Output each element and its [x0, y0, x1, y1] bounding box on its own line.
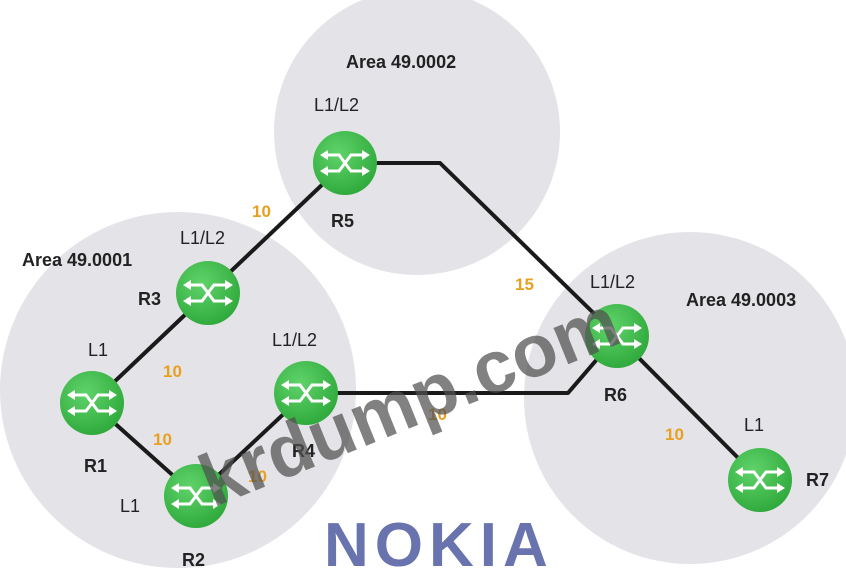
- router-r1: L1 R1: [60, 340, 124, 476]
- router-role-label: L1: [120, 496, 140, 516]
- router-name-label: R1: [84, 456, 107, 476]
- router-role-label: L1: [88, 340, 108, 360]
- router-name-label: R6: [604, 385, 627, 405]
- router-r7: L1 R7: [728, 415, 829, 512]
- router-role-label: L1/L2: [180, 228, 225, 248]
- cost-r1-r2: 10: [153, 430, 172, 449]
- router-name-label: R4: [292, 441, 315, 461]
- router-role-label: L1: [744, 415, 764, 435]
- cost-r5-r6: 15: [515, 275, 534, 294]
- cost-r3-r5: 10: [252, 202, 271, 221]
- router-r6: L1/L2 R6: [585, 272, 649, 405]
- nokia-logo: NOKIA: [324, 511, 554, 569]
- router-name-label: R7: [806, 470, 829, 490]
- area-label-49-0001: Area 49.0001: [22, 250, 132, 270]
- router-r5: L1/L2 R5: [313, 95, 377, 231]
- area-49-0001: [0, 212, 356, 568]
- area-49-0002: [274, 0, 560, 275]
- router-role-label: L1/L2: [590, 272, 635, 292]
- router-r3: L1/L2 R3: [138, 228, 240, 325]
- area-label-49-0002: Area 49.0002: [346, 52, 456, 72]
- router-name-label: R5: [331, 211, 354, 231]
- link-costs: 10 10 10 10 15 10 10: [153, 202, 684, 486]
- router-role-label: L1/L2: [272, 330, 317, 350]
- router-r2: L1 R2: [120, 464, 228, 570]
- router-r4: L1/L2 R4: [272, 330, 338, 461]
- area-49-0003: [524, 232, 846, 564]
- area-label-49-0003: Area 49.0003: [686, 290, 796, 310]
- link-r6-r7: [615, 334, 762, 482]
- cost-r6-r7: 10: [665, 425, 684, 444]
- cost-r1-r3: 10: [163, 362, 182, 381]
- router-name-label: R3: [138, 289, 161, 309]
- router-name-label: R2: [182, 550, 205, 569]
- cost-r2-r4: 10: [248, 467, 267, 486]
- router-role-label: L1/L2: [314, 95, 359, 115]
- cost-r4-r6: 10: [428, 405, 447, 424]
